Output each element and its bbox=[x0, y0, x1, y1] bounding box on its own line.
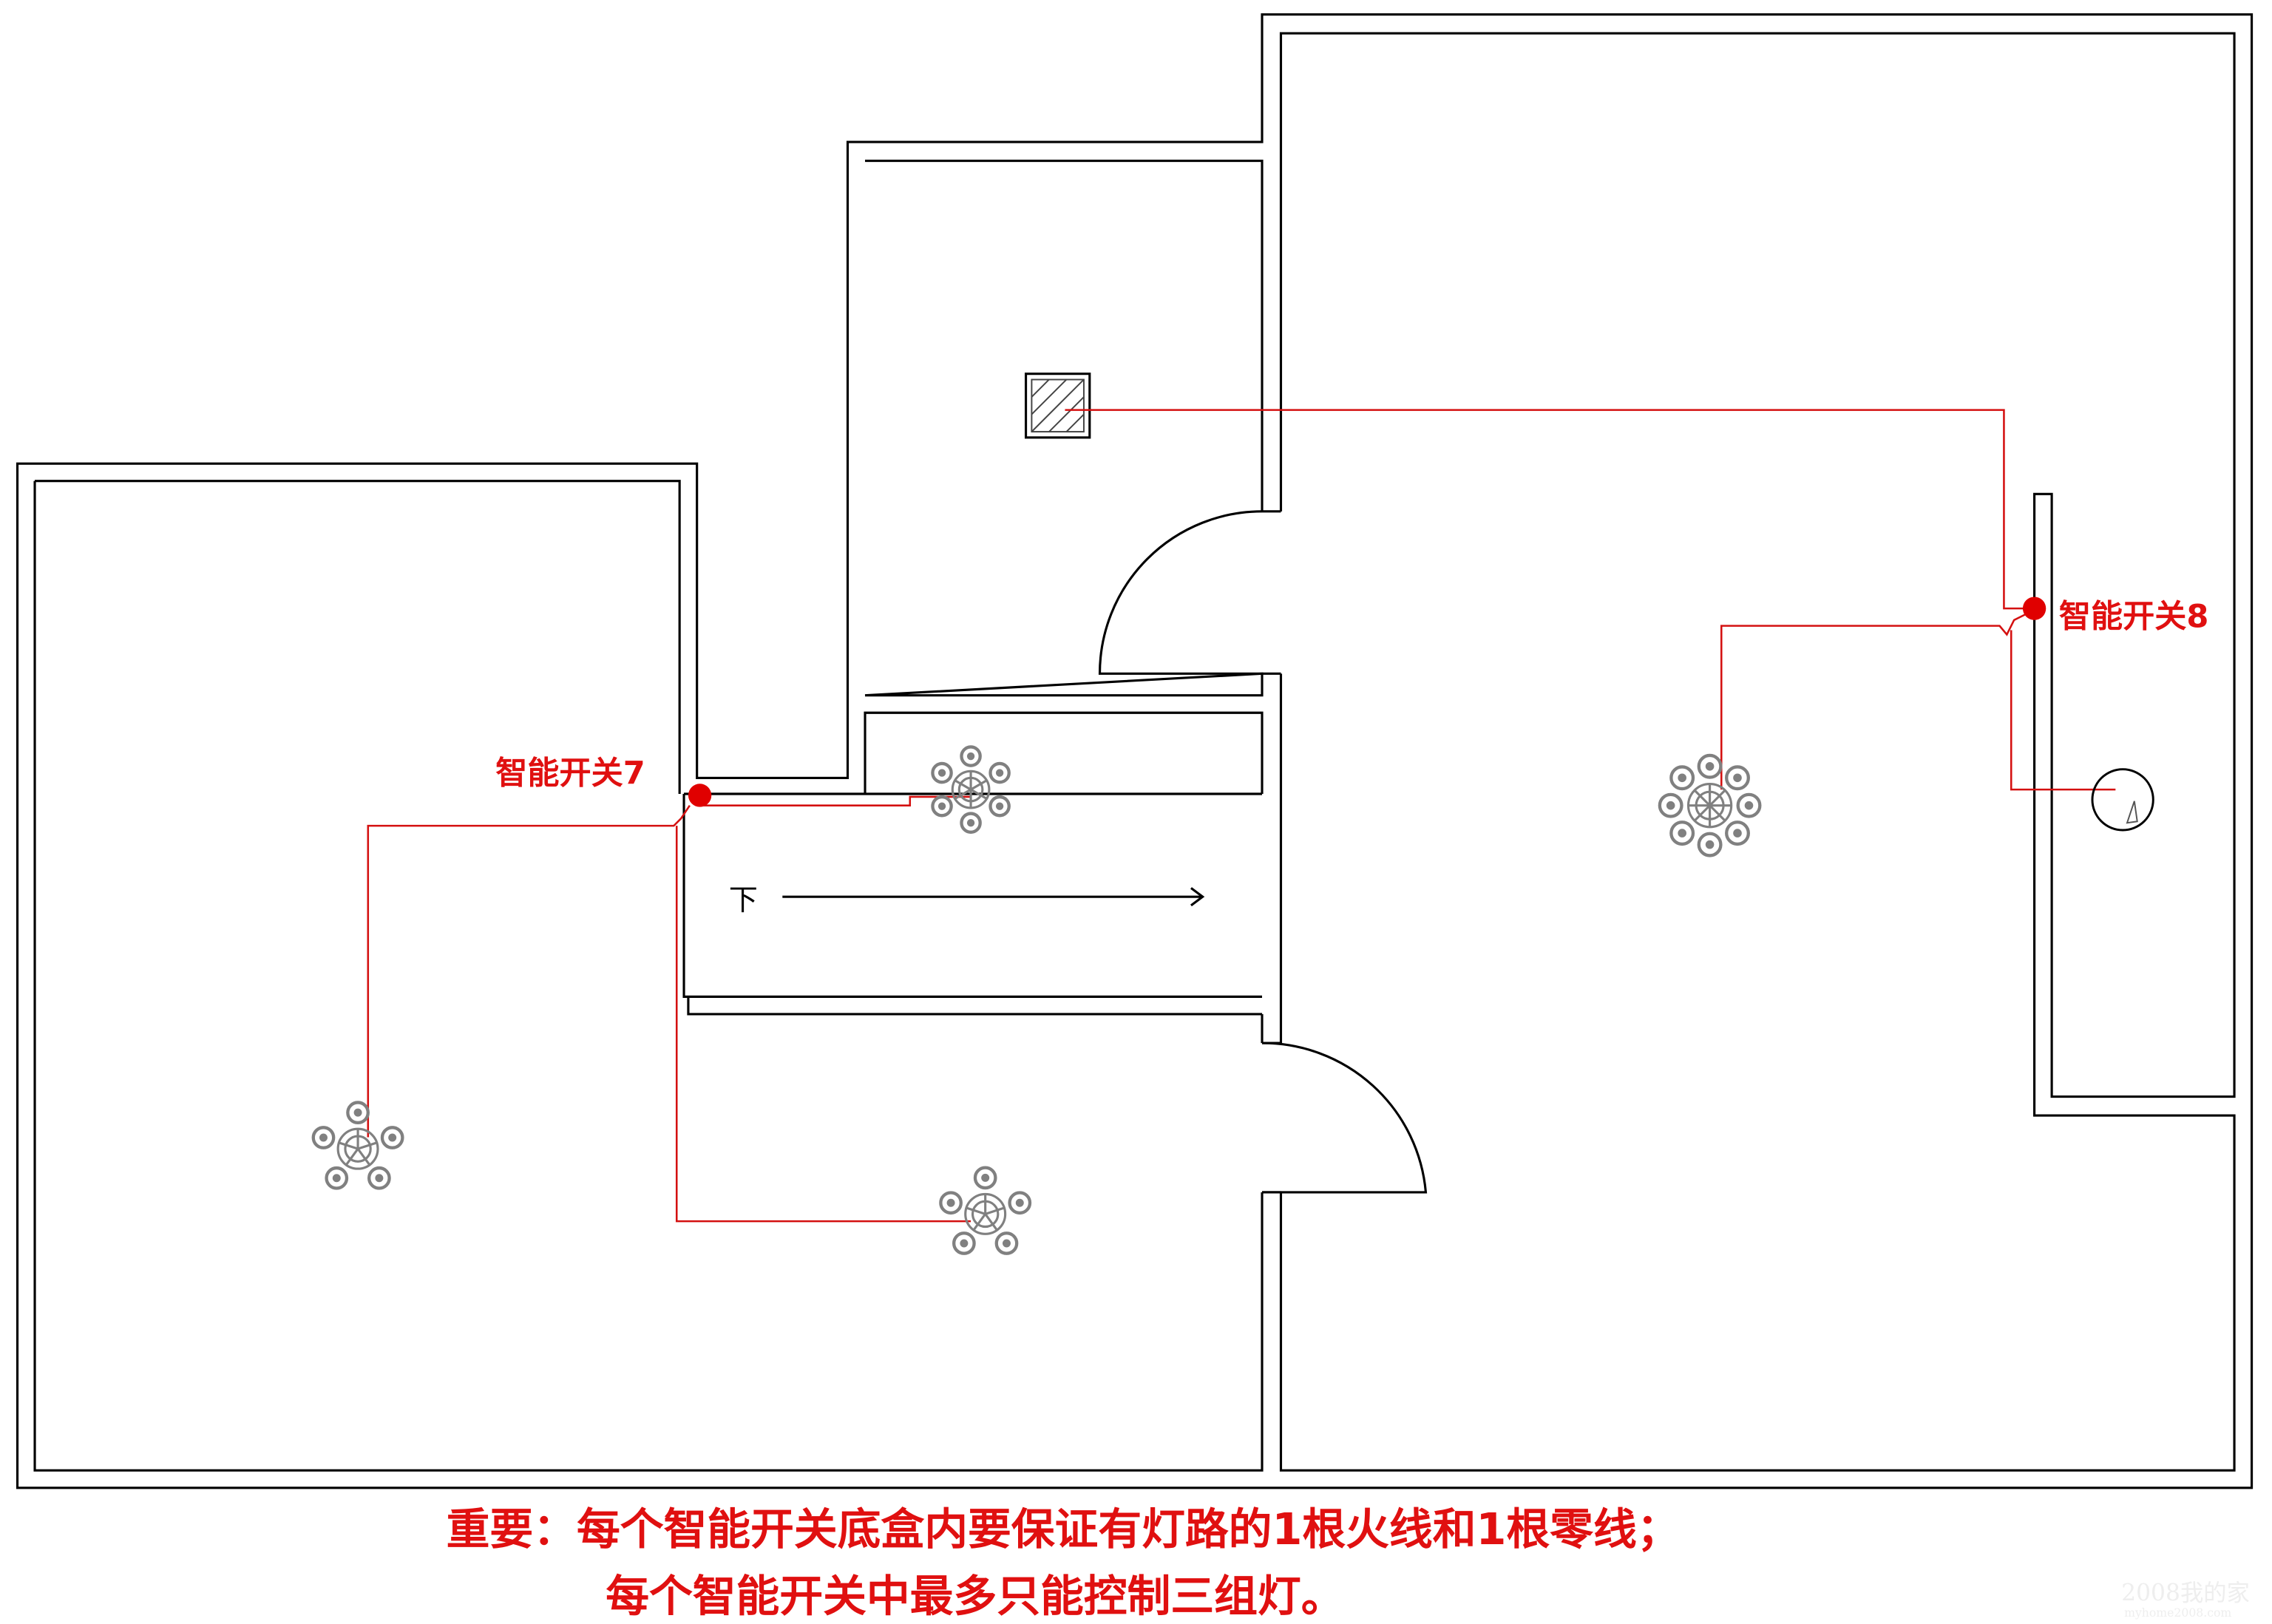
vent bbox=[1024, 373, 1091, 439]
staircase: 下 bbox=[682, 792, 1263, 1016]
wall-light bbox=[2091, 768, 2154, 832]
notice-line-2: 每个智能开关中最多只能控制三组灯。 bbox=[606, 1570, 1344, 1621]
stair-arrow bbox=[782, 887, 1205, 907]
watermark: 2008我的家 myhome2008.com bbox=[2121, 1580, 2250, 1620]
svg-text:2008我的家: 2008我的家 bbox=[2121, 1580, 2250, 1607]
switch-8[interactable]: 智能开关8 bbox=[2022, 597, 2208, 636]
walls bbox=[16, 13, 2254, 1489]
switch-7[interactable]: 智能开关7 bbox=[495, 755, 712, 807]
chandelier-right-room bbox=[1658, 753, 1762, 857]
svg-text:myhome2008.com: myhome2008.com bbox=[2124, 1606, 2231, 1620]
switch-8-label: 智能开关8 bbox=[2059, 599, 2208, 636]
chandelier-hall bbox=[939, 1166, 1032, 1255]
doors bbox=[1098, 510, 1428, 1194]
switch-8-dot[interactable] bbox=[2022, 597, 2047, 620]
chandelier-left-room bbox=[311, 1101, 404, 1190]
chandelier-stair bbox=[931, 745, 1011, 834]
switch-7-dot[interactable] bbox=[688, 784, 712, 807]
notice-line-1: 重要：每个智能开关底盒内要保证有灯路的1根火线和1根零线； bbox=[447, 1504, 1681, 1555]
stair-direction-label: 下 bbox=[729, 884, 758, 917]
switch-7-label: 智能开关7 bbox=[495, 755, 645, 792]
